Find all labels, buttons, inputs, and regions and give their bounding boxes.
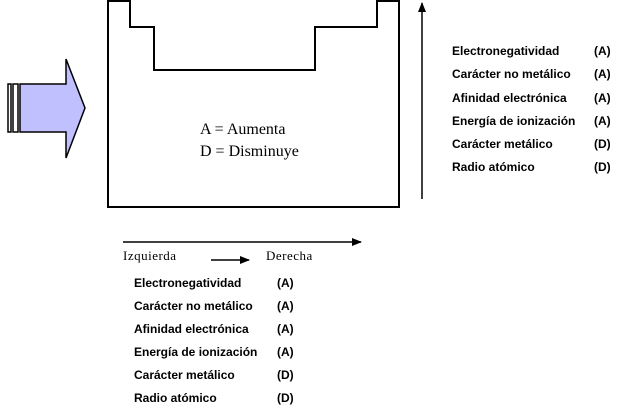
list-item-trend: (D) <box>594 160 611 174</box>
list-item-property: Carácter metálico <box>134 368 235 382</box>
list-item-property: Electronegatividad <box>452 44 559 58</box>
list-item-trend: (A) <box>277 322 294 336</box>
list-item-trend: (A) <box>594 67 611 81</box>
list-item-trend: (A) <box>277 276 294 290</box>
list-item-trend: (A) <box>277 299 294 313</box>
list-item-property: Carácter no metálico <box>452 67 571 81</box>
list-item-trend: (A) <box>277 345 294 359</box>
list-item-property: Carácter no metálico <box>134 299 253 313</box>
legend-aumenta: A = Aumenta <box>200 121 285 138</box>
list-item-property: Afinidad electrónica <box>452 91 567 105</box>
vertical-trend-list: Electronegatividad (A) Carácter no metál… <box>452 44 611 174</box>
list-item-property: Energía de ionización <box>452 114 575 128</box>
list-item-trend: (A) <box>594 44 611 58</box>
list-item-property: Afinidad electrónica <box>134 322 249 336</box>
list-item-trend: (A) <box>594 114 611 128</box>
list-item-trend: (D) <box>594 137 611 151</box>
list-item-property: Energía de ionización <box>134 345 257 359</box>
list-item-property: Radio atómico <box>134 391 217 405</box>
legend-disminuye: D = Disminuye <box>200 143 299 160</box>
direction-right-label: Derecha <box>266 248 313 263</box>
list-item-trend: (D) <box>277 391 294 405</box>
list-item-property: Radio atómico <box>452 160 535 174</box>
list-item-trend: (D) <box>277 368 294 382</box>
list-item-property: Carácter metálico <box>452 137 553 151</box>
block-arrow-icon <box>7 58 86 159</box>
periodic-table-outline <box>107 0 400 208</box>
direction-left-label: Izquierda <box>123 248 177 263</box>
list-item-trend: (A) <box>594 91 611 105</box>
horizontal-trend-list: Electronegatividad (A) Carácter no metál… <box>134 276 294 405</box>
list-item-property: Electronegatividad <box>134 276 241 290</box>
